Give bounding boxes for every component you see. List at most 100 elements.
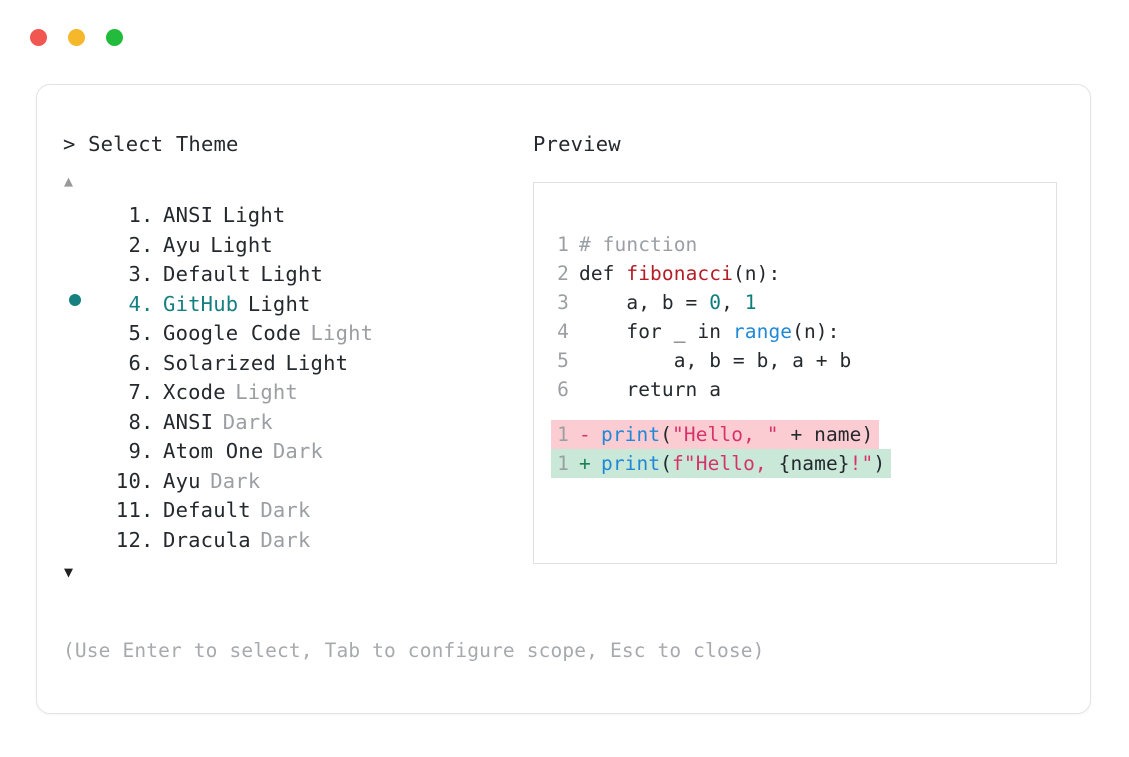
theme-name: ANSI <box>163 409 214 434</box>
code-token: 1 <box>744 291 757 314</box>
diff-sign: - <box>579 423 591 446</box>
code-token: (n): <box>792 320 840 343</box>
theme-index-dot: . <box>141 498 154 522</box>
theme-index-dot: . <box>141 380 154 404</box>
code-text: a, b = 0, 1 <box>569 288 757 317</box>
theme-list-item[interactable]: 10. Ayu Dark <box>63 467 523 497</box>
theme-index: 4 <box>128 291 141 316</box>
theme-index: 1 <box>128 203 141 227</box>
theme-variant: Light <box>235 380 298 404</box>
code-line: 6 return a <box>551 375 1046 404</box>
theme-index: 2 <box>128 232 141 257</box>
theme-index-dot: . <box>141 439 154 463</box>
code-token: fibonacci <box>626 262 733 285</box>
maximize-window-button[interactable] <box>106 29 123 46</box>
code-line: 4 for _ in range(n): <box>551 317 1046 346</box>
theme-list-item[interactable]: 12. Dracula Dark <box>63 526 523 556</box>
theme-variant: Light <box>222 203 286 227</box>
code-token: + name) <box>778 423 874 446</box>
theme-index: 3 <box>128 262 141 286</box>
code-token: print <box>601 423 661 446</box>
theme-index-dot: . <box>141 350 154 375</box>
code-text: return a <box>569 375 721 404</box>
code-token: range <box>732 320 793 343</box>
code-line: 1# function <box>551 230 1046 259</box>
code-token: def <box>579 262 627 285</box>
code-token: print <box>601 452 661 475</box>
line-number: 1 <box>557 233 569 256</box>
code-text: def fibonacci(n): <box>569 259 780 288</box>
code-token: {name} <box>778 452 850 475</box>
theme-variant: Dark <box>260 527 311 552</box>
theme-variant: Dark <box>260 498 311 522</box>
theme-name: GitHub <box>163 291 239 316</box>
theme-list-item[interactable]: 7. Xcode Light <box>63 378 523 408</box>
theme-name: Atom One <box>163 439 264 463</box>
keyboard-hint: (Use Enter to select, Tab to configure s… <box>63 639 765 662</box>
theme-index-dot: . <box>141 291 154 316</box>
theme-name: Xcode <box>163 380 226 404</box>
theme-name: Ayu <box>163 468 201 493</box>
close-window-button[interactable] <box>30 29 47 46</box>
theme-list-item[interactable]: 11. Default Dark <box>63 496 523 526</box>
theme-name: Dracula <box>163 527 251 552</box>
page-title: Select Theme <box>88 132 239 156</box>
theme-index: 8 <box>128 409 141 434</box>
code-token: f"Hello, <box>672 452 779 475</box>
theme-index: 9 <box>128 439 141 463</box>
code-token: (n): <box>732 262 781 285</box>
line-number: 5 <box>557 349 569 372</box>
theme-name: Default <box>163 262 251 286</box>
preview-heading: Preview <box>533 132 621 156</box>
diff-code-text: print("Hello, " + name) <box>591 420 879 449</box>
scroll-up-arrow-icon[interactable]: ▲ <box>64 172 74 190</box>
theme-index: 12 <box>115 527 141 552</box>
theme-index: 5 <box>128 321 141 345</box>
diff-preview: 1-print("Hello, " + name)1+print(f"Hello… <box>551 420 1046 478</box>
minimize-window-button[interactable] <box>68 29 85 46</box>
theme-name: Google Code <box>163 321 302 345</box>
line-number: 3 <box>557 291 569 314</box>
code-token: ) <box>873 452 886 475</box>
theme-index-dot: . <box>141 527 154 552</box>
diff-line-removed: 1-print("Hello, " + name) <box>551 420 880 449</box>
theme-name: Default <box>163 498 251 522</box>
theme-variant: Dark <box>272 439 324 463</box>
theme-index: 11 <box>115 498 141 522</box>
code-text: a, b = b, a + b <box>569 346 852 375</box>
code-token: "Hello, " <box>672 423 779 446</box>
line-number: 4 <box>557 320 569 343</box>
theme-index: 6 <box>128 350 141 375</box>
theme-variant: Dark <box>210 468 261 493</box>
diff-line-added: 1+print(f"Hello, {name}!") <box>551 449 892 478</box>
selected-bullet-icon <box>69 294 81 306</box>
prompt-caret: > <box>63 132 76 156</box>
theme-index: 10 <box>115 468 141 493</box>
theme-variant: Dark <box>222 409 273 434</box>
theme-index-dot: . <box>141 262 154 286</box>
theme-variant: Light <box>310 321 374 345</box>
theme-index: 7 <box>128 380 141 404</box>
code-text: for _ in range(n): <box>569 317 840 346</box>
scroll-down-arrow-icon[interactable]: ▼ <box>64 563 74 581</box>
code-token: a, b = <box>579 291 710 314</box>
code-token: 0 <box>709 291 722 314</box>
line-number: 6 <box>557 378 569 401</box>
code-token: , <box>721 291 745 314</box>
theme-list-item[interactable]: 9. Atom One Dark <box>63 437 523 467</box>
diff-line-number: 1 <box>557 452 569 475</box>
theme-index-dot: . <box>141 468 154 493</box>
theme-name: Solarized <box>163 350 276 375</box>
